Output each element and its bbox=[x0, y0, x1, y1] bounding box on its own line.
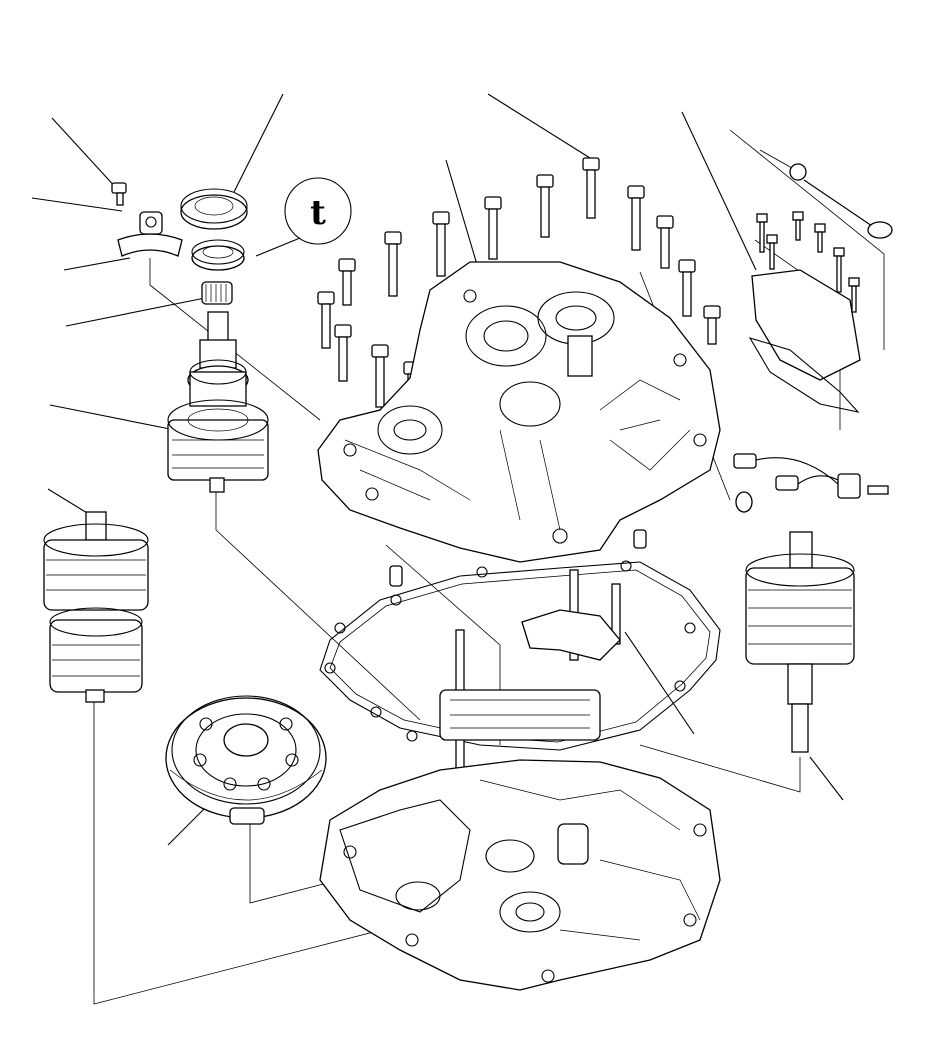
bolt-12 bbox=[656, 215, 674, 269]
torque-symbol-label: t bbox=[310, 193, 326, 233]
bolt-9 bbox=[371, 344, 389, 408]
bolt-11 bbox=[627, 185, 645, 251]
bolt-13 bbox=[678, 259, 696, 317]
dipstick bbox=[759, 149, 893, 239]
differential-assembly bbox=[165, 695, 327, 825]
bolt-small-upper-left bbox=[111, 182, 127, 206]
shift-fork bbox=[117, 211, 183, 257]
cover-bolts bbox=[756, 211, 860, 313]
countershaft-gear-top bbox=[180, 188, 248, 230]
bolt-4 bbox=[432, 211, 450, 277]
sensor-harness bbox=[733, 453, 889, 513]
bolt-14 bbox=[703, 305, 721, 345]
torque-symbol: t bbox=[284, 177, 352, 245]
transmission-housing-upper bbox=[317, 261, 721, 563]
dowel-pins bbox=[389, 529, 647, 587]
bolt-7 bbox=[317, 291, 335, 349]
transmission-case-lower bbox=[319, 759, 721, 991]
needle-bearing bbox=[201, 281, 233, 305]
bolt-2 bbox=[536, 174, 554, 238]
bolt-5 bbox=[384, 231, 402, 297]
mainshaft-assembly-left bbox=[43, 511, 149, 703]
housing-gasket bbox=[319, 560, 721, 751]
shift-rods-and-forks bbox=[439, 569, 621, 781]
mainshaft-assembly-right bbox=[745, 531, 855, 753]
bolt-1 bbox=[582, 157, 600, 219]
bolt-8 bbox=[334, 324, 352, 382]
cover-plate bbox=[748, 211, 861, 413]
synchro-ring bbox=[191, 239, 245, 271]
bolt-6 bbox=[338, 258, 356, 306]
bolt-3 bbox=[484, 196, 502, 260]
countershaft-assembly bbox=[167, 311, 269, 493]
